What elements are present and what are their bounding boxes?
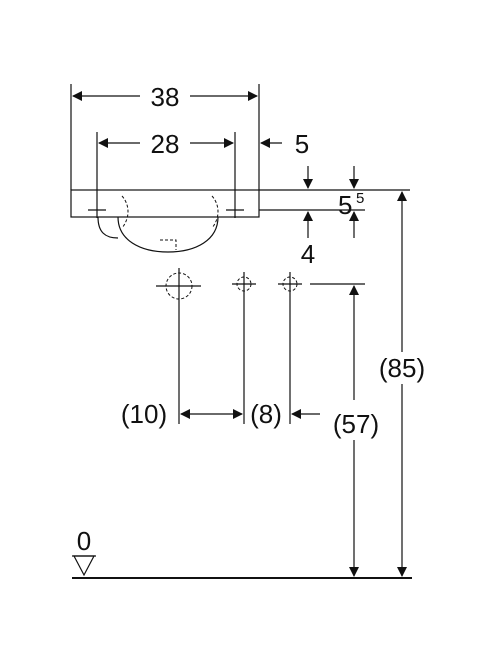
dimension-rim-heights: 5 5 4 (259, 166, 410, 269)
connection-points (156, 268, 365, 424)
label-outlet-height: (57) (333, 409, 379, 439)
label-tap-spacing: (8) (250, 399, 282, 429)
label-total-height: (85) (379, 353, 425, 383)
label-bowl-depth: 4 (301, 239, 315, 269)
dimension-width-inner: 28 (96, 129, 236, 202)
basin-outline (70, 189, 260, 253)
label-rim-height-sup: 5 (356, 190, 364, 207)
label-floor-level: 0 (77, 526, 91, 556)
dimension-offset-right: 5 (260, 129, 309, 159)
label-drain-offset: (10) (121, 399, 167, 429)
dimension-total-height: (85) (379, 191, 425, 577)
dimension-horizontal-spacing: (10) (8) (121, 399, 320, 429)
level-triangle-icon (73, 555, 95, 577)
dimension-width-outer: 38 (70, 82, 260, 190)
label-offset-right: 5 (295, 129, 309, 159)
label-rim-height: 5 (338, 190, 352, 220)
dimension-outlet-height: (57) (333, 285, 379, 577)
floor-level: 0 (72, 526, 412, 579)
label-width-inner: 28 (151, 129, 180, 159)
label-width-outer: 38 (151, 82, 180, 112)
